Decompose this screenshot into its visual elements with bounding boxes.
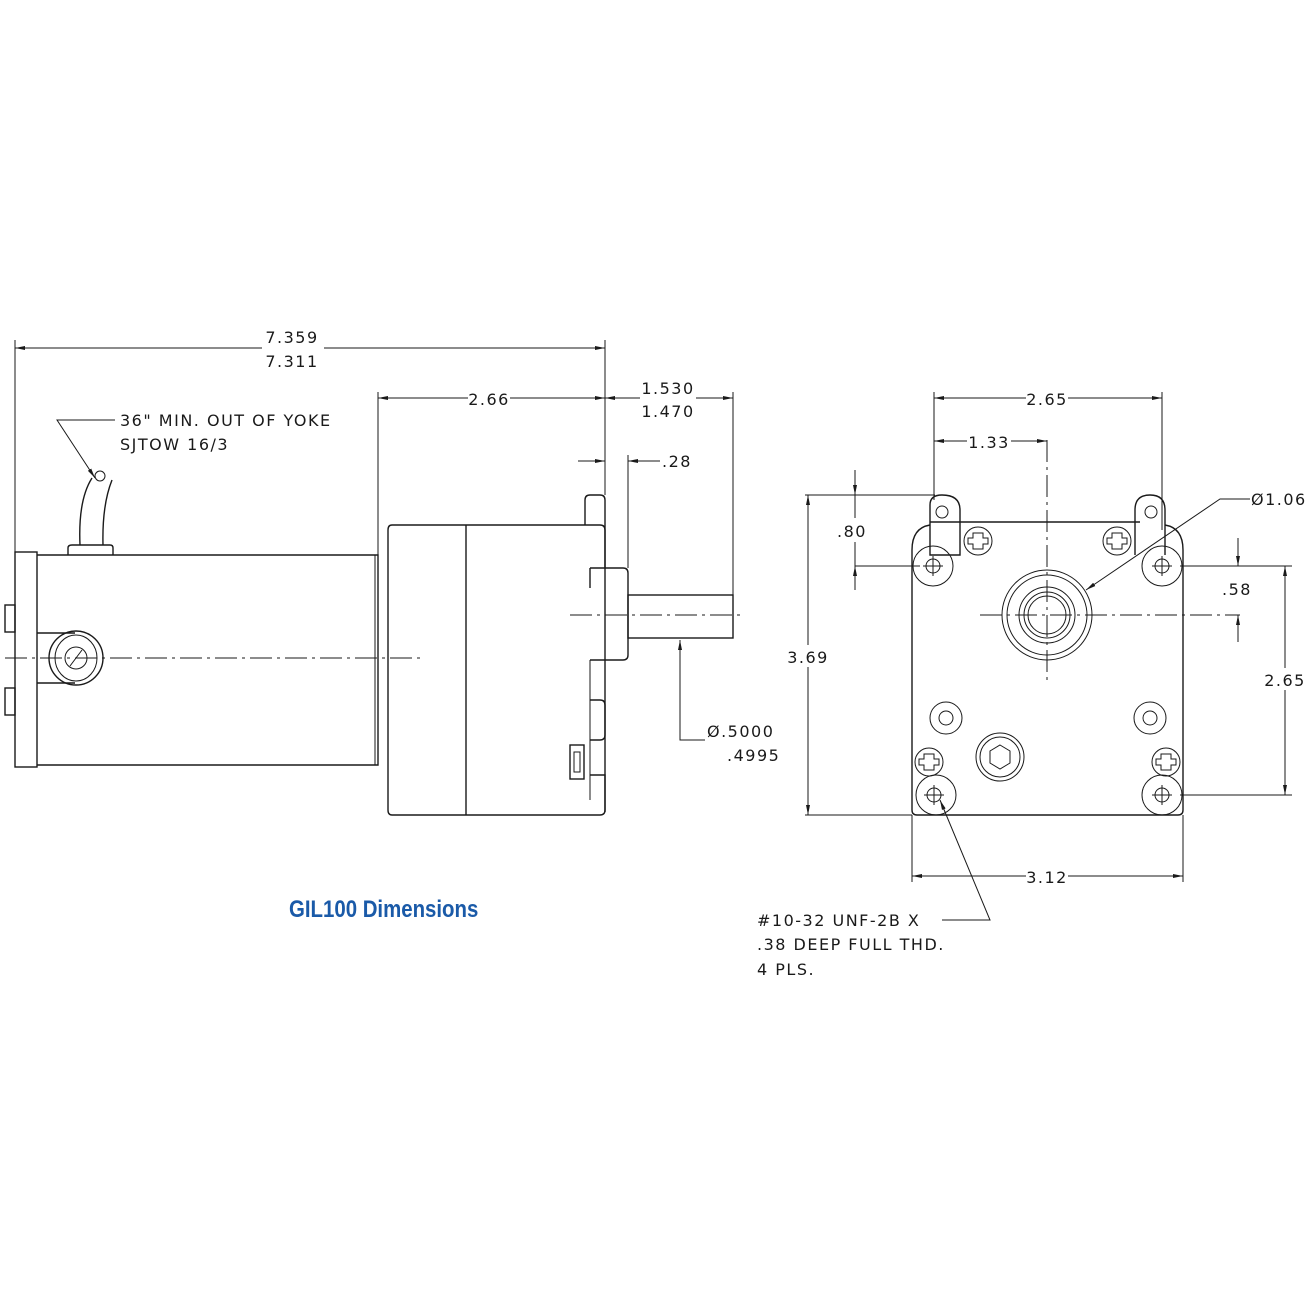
dim-overall-length-min: 7.311	[265, 352, 318, 371]
output-shaft	[627, 594, 734, 639]
cable-note-line1: 36" MIN. OUT OF YOKE	[120, 411, 332, 430]
thread-note-leader	[939, 799, 991, 921]
dim-overall-height: 3.69	[787, 648, 829, 667]
plug-screw	[929, 701, 1167, 735]
dim-shaft-length-max: 1.530	[641, 379, 694, 398]
motor-end-flange	[14, 551, 38, 768]
mount-lug-left	[929, 494, 961, 556]
dim-mount-spacing-top: 2.65	[1026, 390, 1068, 409]
thread-note-line1: #10-32 UNF-2B X	[757, 911, 920, 930]
cable-note-leader	[56, 419, 115, 479]
terminal-tab	[569, 744, 585, 780]
drawing-title: GIL100 Dimensions	[289, 896, 479, 923]
cable-grommet	[67, 544, 114, 555]
motor-body	[37, 554, 379, 766]
dim-pilot-length: .28	[662, 452, 692, 471]
side-view: 7.359 7.311 2.66 1.530 1.470 .28 Ø.5000 …	[4, 327, 780, 816]
dim-overall-width: 3.12	[1026, 868, 1068, 887]
cable	[79, 477, 113, 546]
mount-hole	[912, 545, 1183, 816]
front-view: 2.65 1.33 Ø1.06 .80 3.69 .58 2.65 3.12 #…	[757, 388, 1307, 979]
thread-note-line2: .38 DEEP FULL THD.	[757, 935, 945, 954]
dim-overall-length-max: 7.359	[265, 328, 318, 347]
phillips-screw	[914, 526, 1181, 777]
bolt-head	[4, 687, 16, 716]
dim-mount-spacing-vertical: 2.65	[1264, 671, 1306, 690]
dim-gearbox-length-value: 2.66	[468, 390, 510, 409]
gearbox-face	[911, 521, 1184, 816]
dim-center-offset: .58	[1222, 580, 1252, 599]
hex-bolt	[975, 732, 1025, 782]
dim-lug-height: .80	[837, 522, 867, 541]
pilot-boss	[589, 567, 629, 661]
dim-shaft-length-min: 1.470	[641, 402, 694, 421]
shaft-diameter-max: Ø.5000	[707, 722, 774, 741]
cable-note-line2: SJTOW 16/3	[120, 435, 229, 454]
hub-diameter-leader	[1085, 498, 1250, 591]
shaft-diameter-min: .4995	[727, 746, 780, 765]
mount-lug-right	[1134, 494, 1166, 555]
gearbox-housing	[387, 524, 606, 816]
gearbox-lug-top	[584, 494, 606, 569]
thread-note-line3: 4 PLS.	[757, 960, 815, 979]
dim-mount-to-center: 1.33	[968, 433, 1010, 452]
shaft-diameter-leader	[678, 640, 705, 741]
bolt-head	[4, 604, 16, 633]
dim-hub-diameter: Ø1.06	[1251, 490, 1307, 509]
